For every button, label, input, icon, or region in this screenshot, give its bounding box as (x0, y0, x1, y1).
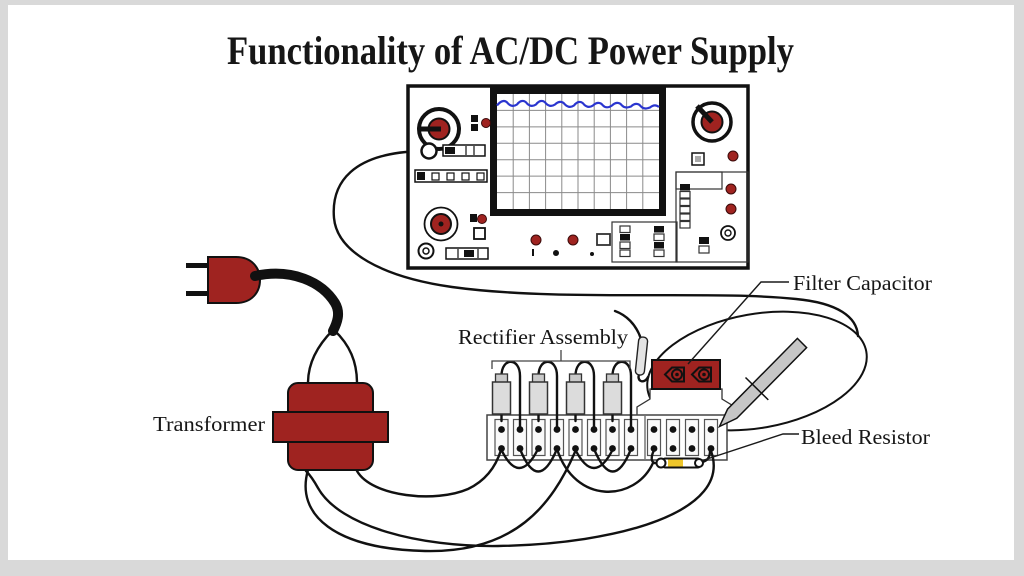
slider-switch[interactable] (445, 247, 489, 260)
button-red[interactable] (567, 234, 579, 246)
output-connector[interactable] (720, 225, 736, 241)
dip-switch-pair[interactable] (698, 237, 710, 254)
led-dot (727, 150, 739, 162)
dip-switch-column[interactable] (653, 226, 665, 258)
button-red[interactable] (530, 234, 542, 246)
indicator-square (471, 115, 478, 122)
led-dot (477, 214, 487, 224)
dot-mark (553, 250, 559, 256)
dip-switch-column[interactable] (619, 225, 631, 258)
rectifier-assembly-label: Rectifier Assembly (458, 325, 629, 349)
plug-prong (186, 291, 209, 296)
cable-clip (634, 336, 649, 376)
diode-jumper-wires (500, 360, 633, 429)
button-square[interactable] (691, 152, 705, 166)
plug-prong (186, 263, 209, 268)
clip-wire (613, 309, 643, 341)
dip-switch-column[interactable] (679, 184, 691, 229)
bleed-resistor-label: Bleed Resistor (801, 425, 930, 449)
bleed-resistor-component (650, 448, 712, 469)
sub-panel (611, 221, 678, 263)
knob-top-left[interactable] (417, 107, 461, 151)
ripple-waveform (496, 99, 660, 110)
sub-panel-header (675, 171, 723, 190)
button-square[interactable] (473, 227, 486, 240)
transformer-secondary-wire (355, 448, 503, 498)
filter-capacitor-leader (687, 281, 789, 365)
transformer-component (272, 382, 389, 471)
primary-wire (306, 328, 335, 385)
output-return-wire (304, 449, 715, 548)
terminal-strip (486, 414, 728, 461)
indicator-square (471, 124, 478, 131)
probe-jack[interactable] (420, 142, 438, 160)
screen-grid (497, 94, 659, 209)
oscilloscope (406, 84, 750, 270)
led-dot (725, 203, 737, 215)
rectifier-bracket (491, 350, 631, 369)
selector-row[interactable] (414, 169, 488, 183)
led-dot (481, 118, 491, 128)
transformer-secondary-wire (304, 450, 577, 553)
probe-cable (332, 149, 860, 338)
slider-switch[interactable] (442, 144, 486, 157)
power-cord (250, 268, 344, 336)
knob-top-right[interactable] (691, 101, 733, 143)
filter-capacitor-label: Filter Capacitor (793, 271, 932, 295)
test-probe (717, 337, 808, 429)
filter-capacitor-component (651, 359, 721, 390)
bleed-resistor-leader (700, 433, 799, 462)
under-strip-wires (499, 447, 655, 493)
knob-bottom-left[interactable] (423, 206, 459, 242)
probe-cable-loop (646, 310, 868, 432)
power-plug (186, 256, 262, 304)
page-title: Functionality of AC/DC Power Supply (227, 28, 794, 73)
input-connector[interactable] (417, 242, 435, 260)
button-square[interactable] (596, 233, 611, 246)
resistor-band (668, 459, 683, 467)
capacitor-mount (636, 388, 736, 417)
led-dot (725, 183, 737, 195)
transformer-label: Transformer (153, 412, 265, 436)
primary-wire (332, 328, 359, 385)
dot-mark (590, 252, 594, 256)
indicator-square (470, 214, 477, 222)
